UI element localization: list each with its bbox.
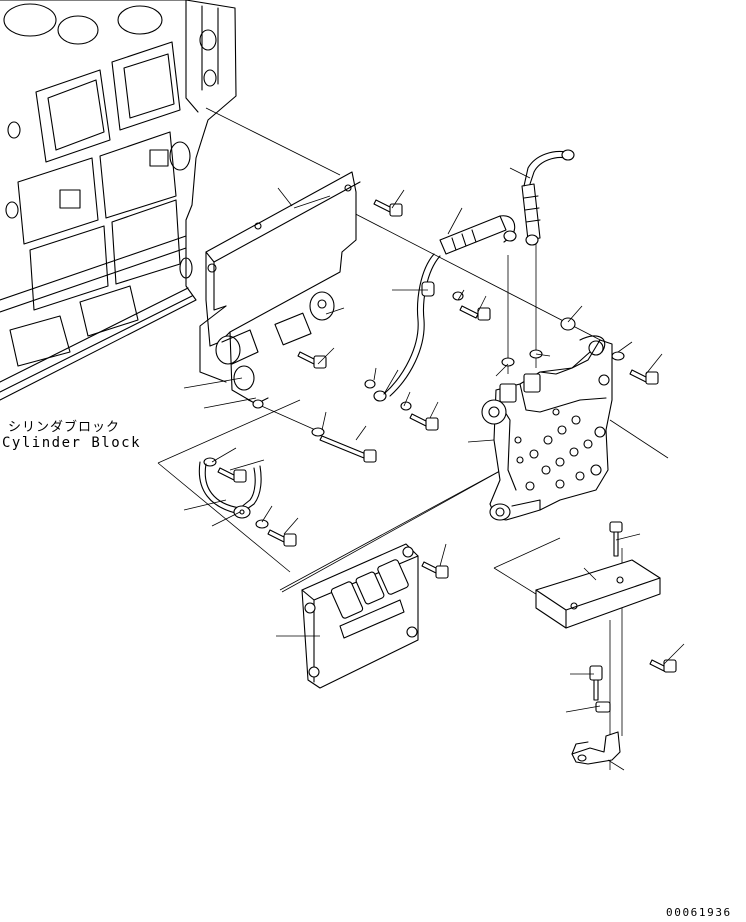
cylinder-block bbox=[0, 0, 237, 401]
cover-plate bbox=[535, 559, 661, 629]
valve-body-assembly bbox=[481, 335, 613, 521]
drawing-number: 00061936 bbox=[666, 906, 732, 919]
ground-strap bbox=[198, 461, 262, 519]
callout-leaders bbox=[183, 167, 685, 771]
wire-harness bbox=[383, 149, 575, 397]
clamp-bracket bbox=[571, 731, 621, 765]
engine-controller-ecu bbox=[301, 543, 419, 689]
cylinder-block-label-jp: シリンダブロック bbox=[8, 420, 121, 435]
controller-mounting-bracket bbox=[199, 171, 361, 405]
cylinder-block-label-en: Cylinder Block bbox=[2, 435, 142, 451]
